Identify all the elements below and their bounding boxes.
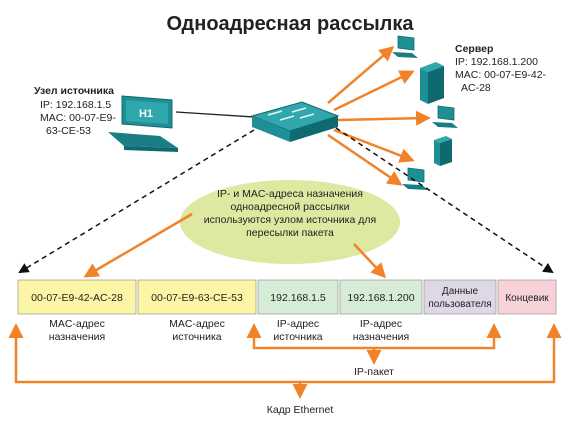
dest-mac-field (17, 279, 137, 315)
server-heading: Сервер (455, 43, 493, 55)
callout-line4: пересылки пакета (246, 227, 334, 239)
callout-line3: используются узлом источника для (204, 214, 376, 226)
src-mac-field (137, 279, 257, 315)
host-h1-label: H1 (139, 108, 153, 120)
dest-mac-label1: MAC-адрес (49, 318, 105, 330)
dest-ip-label2: назначения (353, 331, 409, 343)
src-ip-label1: IP-адрес (277, 318, 319, 330)
source-node-mac-line1: MAC: 00-07-E9- (40, 112, 116, 124)
server-mac-line2: AC-28 (461, 82, 491, 94)
server-icon (420, 62, 444, 104)
callout-line2: одноадресной рассылки (230, 201, 349, 213)
server-info: Сервер IP: 192.168.1.200 MAC: 00-07-E9-4… (455, 43, 547, 94)
src-mac-label2: источника (172, 331, 221, 343)
user-data-line1: Данные (442, 286, 479, 297)
page-title: Одноадресная рассылка (166, 13, 414, 35)
pc-icon (392, 35, 418, 58)
zoom-line-right (335, 127, 554, 274)
server-ip: IP: 192.168.1.200 (455, 56, 538, 68)
pc-icon (432, 105, 458, 128)
dest-mac-label2: назначения (49, 331, 105, 343)
user-data-line2: пользователя (428, 299, 491, 310)
ethernet-frame-bracket (8, 323, 562, 399)
pc-icon (402, 167, 428, 190)
src-mac-label1: MAC-адрес (169, 318, 225, 330)
callout-line1: IP- и MAC-адреса назначения (217, 188, 363, 200)
switch-icon (250, 101, 340, 142)
callout-bubble (180, 180, 400, 264)
trailer-field (497, 279, 557, 315)
source-node-ip: IP: 192.168.1.5 (40, 99, 111, 111)
server-mac-line1: MAC: 00-07-E9-42- (455, 69, 547, 81)
source-node-info: Узел источника IP: 192.168.1.5 MAC: 00-0… (34, 85, 116, 137)
src-ip-field (257, 279, 339, 315)
dest-ip-label1: IP-адрес (360, 318, 402, 330)
source-node-heading: Узел источника (34, 85, 114, 97)
src-mac-value: 00-07-E9-63-CE-53 (151, 292, 243, 304)
ethernet-frame-label: Кадр Ethernet (267, 404, 334, 416)
trailer-value: Концевик (505, 293, 549, 304)
callout-arrows (83, 212, 387, 279)
host-h1-icon: H1 (108, 95, 178, 152)
dest-mac-value: 00-07-E9-42-AC-28 (31, 292, 123, 304)
user-data-field (423, 279, 497, 315)
ip-packet-label: IP-пакет (354, 366, 394, 378)
tower-icon (434, 136, 452, 166)
zoom-line-left (18, 129, 255, 274)
dest-ip-field (339, 279, 423, 315)
dest-ip-value: 192.168.1.200 (347, 292, 414, 304)
src-ip-value: 192.168.1.5 (270, 292, 326, 304)
ethernet-frame: 00-07-E9-42-AC-28 00-07-E9-63-CE-53 192.… (17, 279, 557, 315)
callout-text: IP- и MAC-адреса назначения одноадресной… (204, 188, 376, 239)
switch-to-host-arrows (327, 46, 431, 186)
field-labels: MAC-адрес назначения MAC-адрес источника… (49, 318, 409, 343)
src-ip-label2: источника (273, 331, 322, 343)
source-node-mac-line2: 63-CE-53 (46, 125, 91, 137)
